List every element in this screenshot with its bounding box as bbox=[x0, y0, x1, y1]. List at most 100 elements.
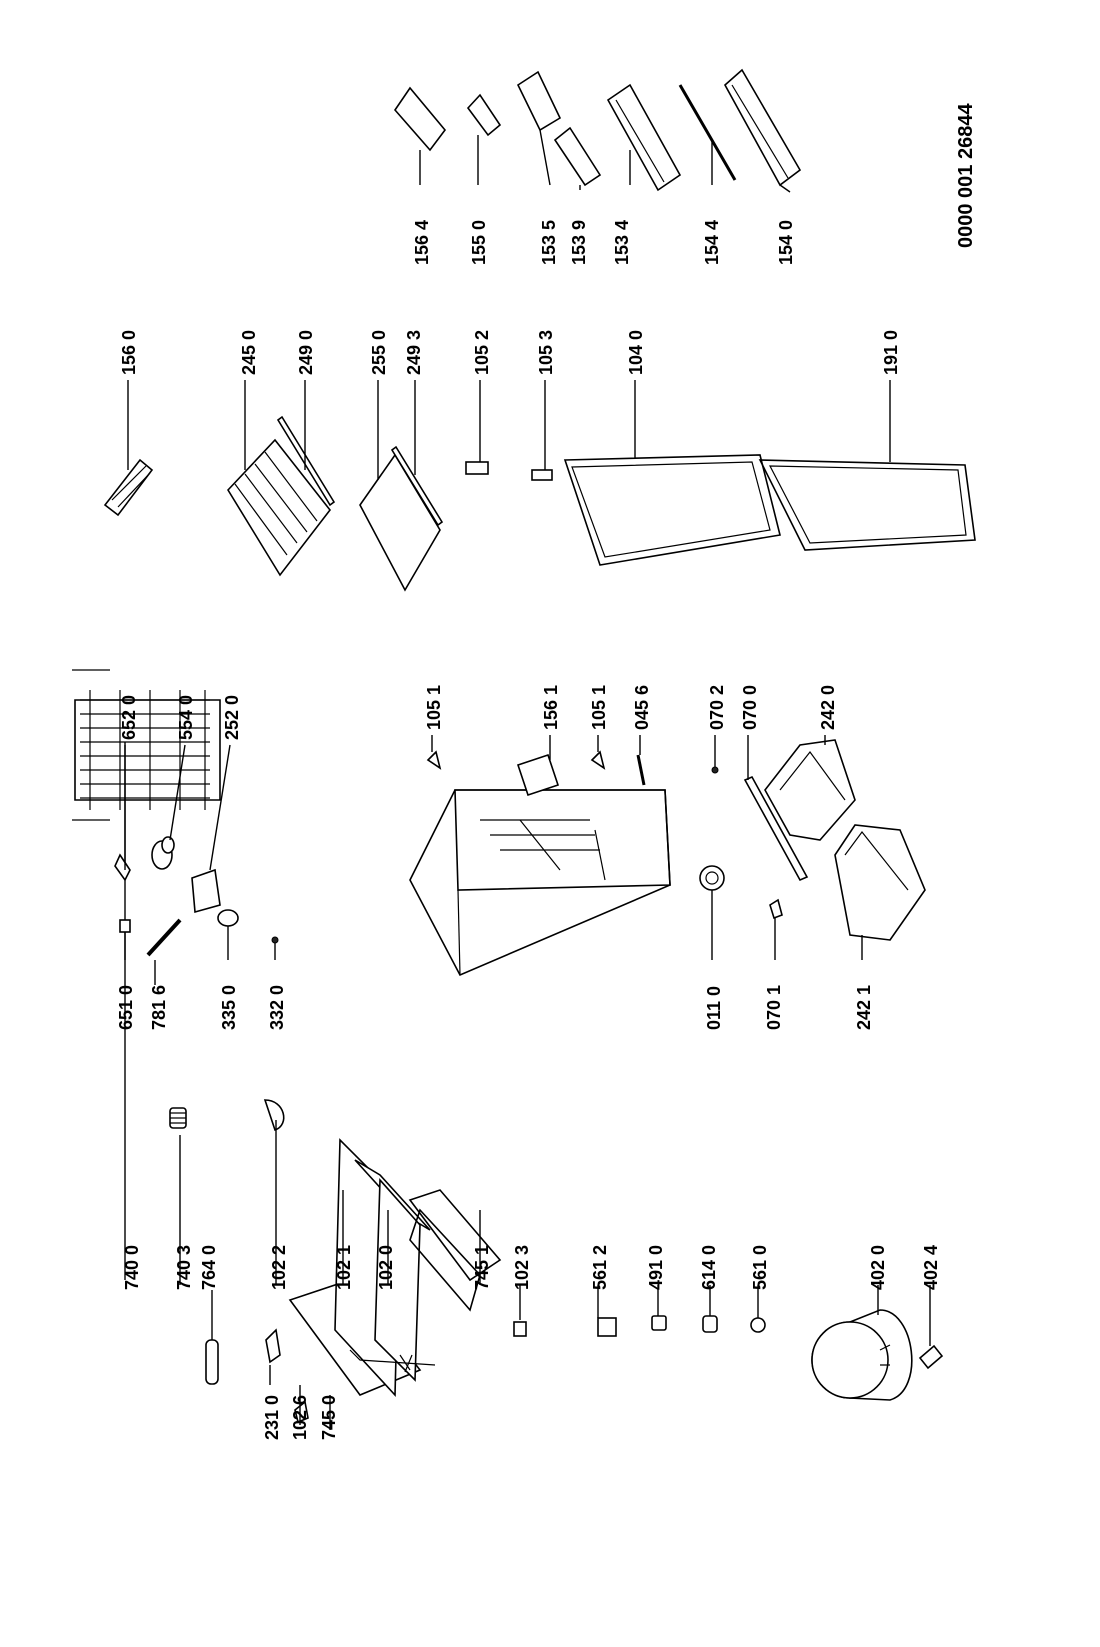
label-561-0: 561 0 bbox=[750, 1245, 770, 1290]
label-745-0: 745 0 bbox=[319, 1395, 339, 1440]
crisper-242-0 bbox=[764, 739, 856, 841]
label-764-0: 764 0 bbox=[199, 1245, 219, 1290]
label-231-0: 231 0 bbox=[262, 1395, 282, 1440]
part-561-0 bbox=[750, 1317, 766, 1333]
label-153-5: 153 5 bbox=[539, 220, 559, 265]
label-105-1-b: 105 1 bbox=[589, 685, 609, 730]
label-105-1-a: 105 1 bbox=[424, 685, 444, 730]
door-bin-153-4 bbox=[606, 83, 682, 192]
label-402-0: 402 0 bbox=[868, 1245, 888, 1290]
bottle-shelf-154-0 bbox=[723, 68, 802, 187]
label-651-0: 651 0 bbox=[116, 985, 136, 1030]
door-bin-153-5 bbox=[516, 70, 562, 132]
door-bin-153-9 bbox=[553, 126, 602, 187]
gasket-191-0 bbox=[758, 459, 976, 551]
evaporator-tray-assembly bbox=[288, 1138, 502, 1397]
part-740-3 bbox=[169, 1107, 187, 1129]
leader-252-0 bbox=[209, 744, 231, 871]
label-070-1: 070 1 bbox=[764, 985, 784, 1030]
door-104-0 bbox=[563, 454, 781, 566]
label-154-0: 154 0 bbox=[776, 220, 796, 265]
label-614-0: 614 0 bbox=[699, 1245, 719, 1290]
part-652-0 bbox=[114, 853, 131, 882]
label-102-3: 102 3 bbox=[512, 1245, 532, 1290]
leader-153-5 bbox=[539, 129, 551, 186]
label-335-0: 335 0 bbox=[219, 985, 239, 1030]
part-491-0 bbox=[651, 1315, 667, 1331]
label-252-0: 252 0 bbox=[222, 695, 242, 740]
label-102-2: 102 2 bbox=[269, 1245, 289, 1290]
wire-shelf-245-0 bbox=[226, 438, 332, 577]
label-105-3: 105 3 bbox=[536, 330, 556, 375]
label-242-1: 242 1 bbox=[854, 985, 874, 1030]
label-781-6: 781 6 bbox=[149, 985, 169, 1030]
part-102-6 bbox=[294, 1400, 309, 1424]
part-402-4 bbox=[918, 1344, 944, 1370]
label-156-1: 156 1 bbox=[541, 685, 561, 730]
part-105-1-a bbox=[426, 750, 442, 770]
label-154-4: 154 4 bbox=[702, 220, 722, 265]
part-249-3 bbox=[390, 445, 444, 527]
part-011-0 bbox=[699, 865, 725, 891]
cabinet-body bbox=[409, 789, 671, 977]
label-155-0: 155 0 bbox=[469, 220, 489, 265]
part-335-0 bbox=[217, 909, 239, 927]
document-number: 0000 001 26844 bbox=[955, 103, 977, 248]
compressor-402-0 bbox=[811, 1309, 913, 1401]
label-102-6: 102 6 bbox=[290, 1395, 310, 1440]
label-249-0: 249 0 bbox=[296, 330, 316, 375]
part-614-0 bbox=[702, 1315, 718, 1333]
label-745-1: 745 1 bbox=[472, 1245, 492, 1290]
label-191-0: 191 0 bbox=[881, 330, 901, 375]
part-231-0 bbox=[265, 1328, 281, 1364]
glass-shelf-255-0 bbox=[359, 453, 441, 592]
part-561-2 bbox=[597, 1317, 617, 1337]
label-156-0: 156 0 bbox=[119, 330, 139, 375]
label-105-2: 105 2 bbox=[472, 330, 492, 375]
label-011-0: 011 0 bbox=[704, 986, 724, 1030]
label-561-2: 561 2 bbox=[590, 1245, 610, 1290]
part-102-3 bbox=[513, 1321, 527, 1337]
label-740-0: 740 0 bbox=[122, 1245, 142, 1290]
leader-154-0 bbox=[779, 184, 791, 193]
crisper-242-1 bbox=[834, 824, 926, 941]
part-045-6 bbox=[636, 754, 646, 786]
part-070-2 bbox=[711, 766, 719, 774]
part-070-1 bbox=[769, 898, 783, 920]
part-781-6 bbox=[146, 918, 182, 957]
label-156-4: 156 4 bbox=[412, 220, 432, 265]
part-332-0 bbox=[271, 936, 279, 944]
part-252-0 bbox=[191, 868, 221, 914]
label-554-0: 554 0 bbox=[176, 695, 196, 740]
part-554-0 bbox=[151, 836, 175, 870]
part-156-0 bbox=[103, 458, 154, 517]
label-740-3: 740 3 bbox=[174, 1245, 194, 1290]
label-402-4: 402 4 bbox=[921, 1245, 941, 1290]
label-104-0: 104 0 bbox=[626, 330, 646, 375]
leader-554-0 bbox=[169, 744, 186, 841]
label-242-0: 242 0 bbox=[818, 685, 838, 730]
egg-tray-155-0 bbox=[466, 93, 502, 137]
label-102-1: 102 1 bbox=[334, 1245, 354, 1290]
part-105-2 bbox=[465, 461, 489, 475]
part-105-3 bbox=[531, 469, 553, 481]
condenser-740-0 bbox=[72, 669, 221, 821]
part-070-0 bbox=[743, 775, 809, 882]
label-045-6: 045 6 bbox=[632, 685, 652, 730]
label-070-0: 070 0 bbox=[740, 685, 760, 730]
part-651-0 bbox=[119, 919, 131, 933]
label-153-4: 153 4 bbox=[612, 220, 632, 265]
part-249-0 bbox=[276, 415, 336, 507]
part-156-1 bbox=[516, 753, 560, 797]
label-249-3: 249 3 bbox=[404, 330, 424, 375]
part-105-1-b bbox=[590, 750, 606, 770]
label-245-0: 245 0 bbox=[239, 330, 259, 375]
label-332-0: 332 0 bbox=[267, 985, 287, 1030]
label-070-2: 070 2 bbox=[707, 685, 727, 730]
part-764-0 bbox=[205, 1339, 219, 1385]
bar-154-4 bbox=[678, 84, 737, 181]
part-156-4 bbox=[393, 86, 447, 152]
label-255-0: 255 0 bbox=[369, 330, 389, 375]
label-153-9: 153 9 bbox=[569, 220, 589, 265]
label-491-0: 491 0 bbox=[646, 1245, 666, 1290]
